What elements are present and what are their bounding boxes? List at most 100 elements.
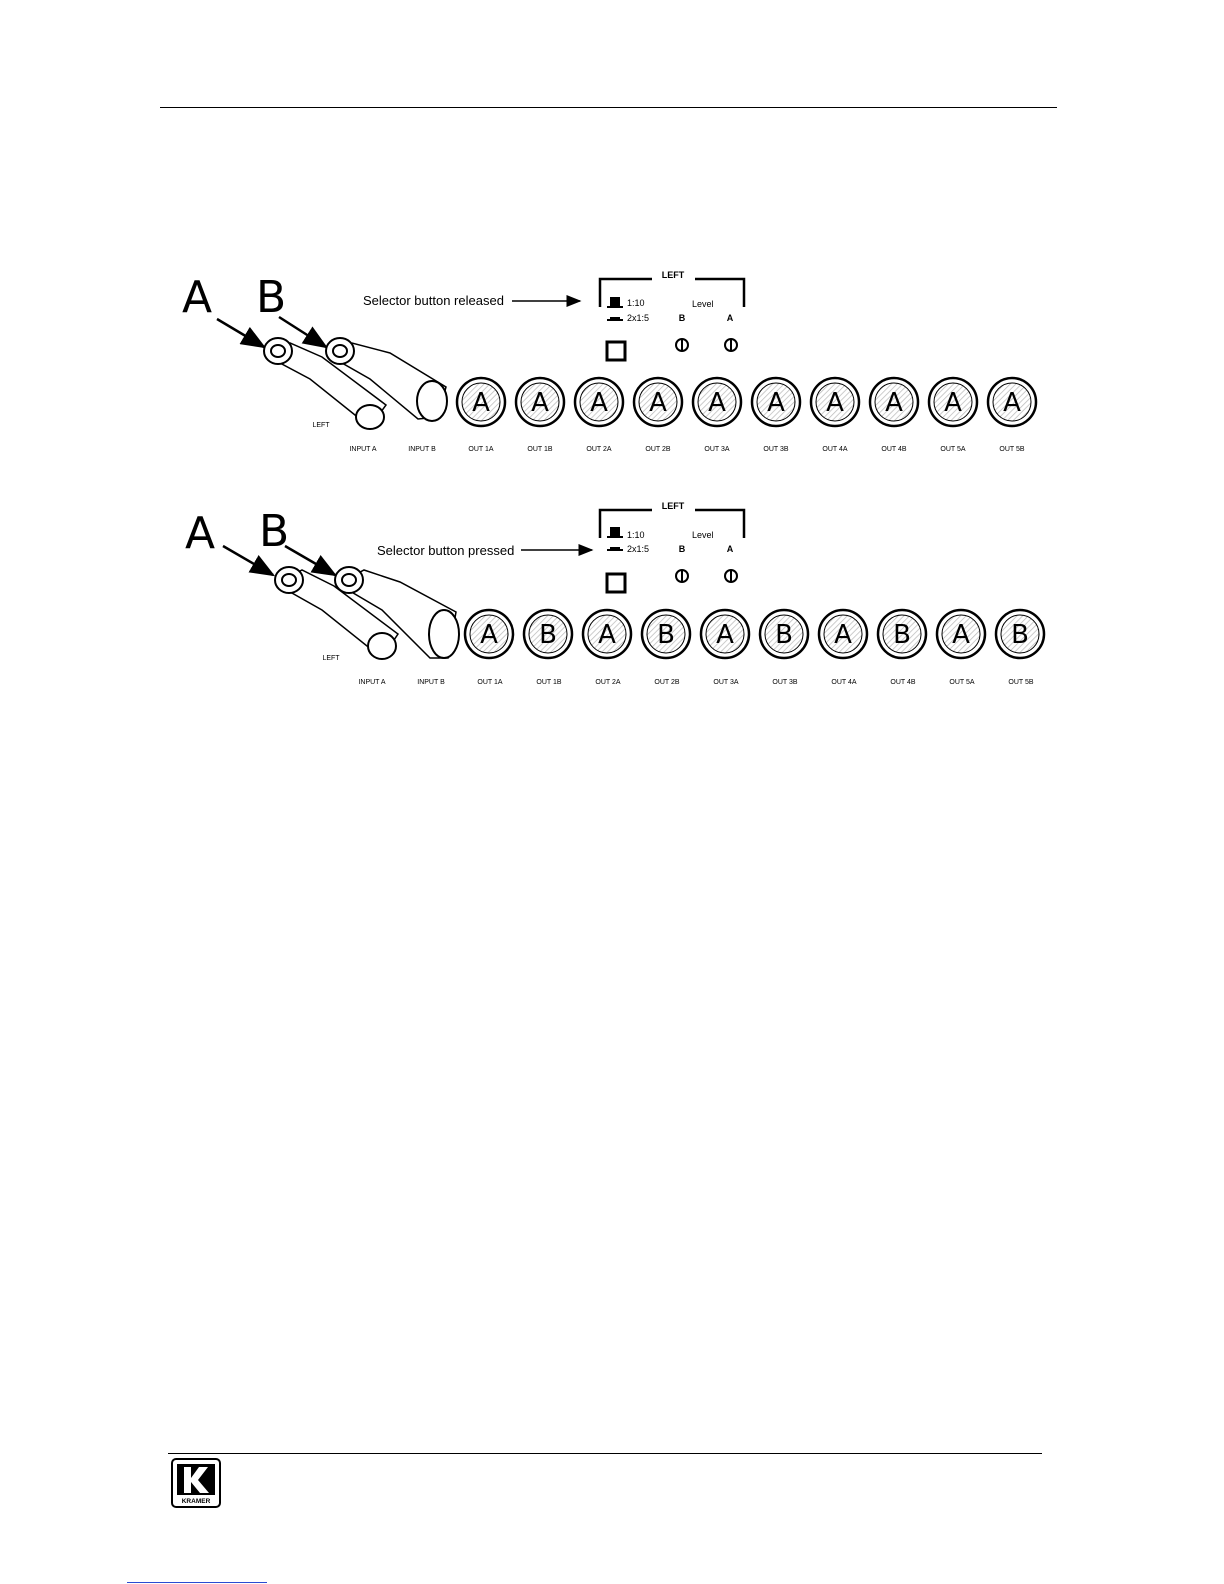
connector-letter: A — [944, 388, 962, 418]
output-connector: A — [927, 376, 979, 428]
output-connector: A — [986, 376, 1038, 428]
connector-label: OUT 2A — [595, 679, 620, 686]
connector-label: OUT 2A — [586, 446, 611, 453]
level-label: Level — [692, 299, 714, 309]
label-input-b: B — [256, 272, 286, 323]
output-connector: A — [455, 376, 507, 428]
plug-b-icon — [334, 566, 460, 659]
mode-1-label: 1:10 — [627, 530, 645, 540]
connector-label: OUT 3A — [713, 679, 738, 686]
arrow-b — [284, 544, 338, 577]
connector-label: OUT 1B — [527, 446, 552, 453]
plug-a-icon — [263, 337, 388, 430]
connector-label: OUT 4B — [881, 446, 906, 453]
output-connector: A — [699, 608, 751, 660]
connector-label: INPUT A — [358, 679, 385, 686]
connector-label: OUT 4A — [822, 446, 847, 453]
label-input-b: B — [259, 506, 289, 557]
arrow-b — [278, 315, 329, 349]
connector-label: OUT 3B — [763, 446, 788, 453]
footer-rule — [168, 1453, 1042, 1454]
connector-letter: A — [472, 388, 490, 418]
output-connector: B — [876, 608, 928, 660]
connector-letter: B — [1011, 620, 1029, 650]
button-up-icon — [610, 527, 620, 537]
connector-label: INPUT A — [349, 446, 376, 453]
diagram-pressed-svg: A B Selector button pressed LEFT 1:10 2x… — [185, 501, 1046, 686]
mode-2-label: 2x1:5 — [627, 544, 649, 554]
connector-label: OUT 5B — [999, 446, 1024, 453]
arrow-a — [222, 544, 276, 577]
connector-letter: A — [1003, 388, 1021, 418]
output-connector: B — [758, 608, 810, 660]
output-connector: A — [691, 376, 743, 428]
connector-letter: A — [885, 388, 903, 418]
connector-letter: A — [834, 620, 852, 650]
connector-label: OUT 3A — [704, 446, 729, 453]
selector-button[interactable] — [605, 340, 627, 362]
output-connector: A — [935, 608, 987, 660]
connector-letter: A — [952, 620, 970, 650]
output-connector: A — [632, 376, 684, 428]
svg-text:KRAMER: KRAMER — [182, 1498, 211, 1505]
connector-label: OUT 2B — [645, 446, 670, 453]
connector-label: OUT 4A — [831, 679, 856, 686]
mode-1-label: 1:10 — [627, 298, 645, 308]
output-connector: A — [809, 376, 861, 428]
side-label: LEFT — [322, 655, 340, 662]
output-connector: A — [514, 376, 566, 428]
connector-letter: A — [649, 388, 667, 418]
level-a-label: A — [727, 544, 734, 554]
connector-letter: A — [531, 388, 549, 418]
level-b-label: B — [679, 544, 686, 554]
button-down-icon — [610, 547, 620, 550]
connector-letter: A — [767, 388, 785, 418]
level-b-label: B — [679, 313, 686, 323]
connector-label: OUT 1A — [477, 679, 502, 686]
output-connector: A — [573, 376, 625, 428]
diagram-released-svg: A B Selector button released LEFT 1:10 2… — [182, 270, 1038, 453]
output-connector: A — [463, 608, 515, 660]
header-rule — [160, 107, 1057, 108]
panel-title: LEFT — [662, 270, 685, 280]
connector-letter: B — [539, 620, 557, 650]
plug-a-icon — [274, 566, 400, 660]
callout-released: Selector button released — [363, 293, 504, 308]
level-a-trimmer-icon — [724, 338, 738, 352]
level-b-trimmer-icon — [675, 338, 689, 352]
label-input-a: A — [182, 272, 212, 323]
kramer-logo: KRAMER — [171, 1458, 221, 1508]
diagram-selector-pressed: A B Selector button pressed LEFT 1:10 2x… — [160, 488, 1060, 703]
panel-title: LEFT — [662, 501, 685, 511]
connector-label: OUT 4B — [890, 679, 915, 686]
panel-bracket — [598, 508, 746, 538]
output-connector: A — [581, 608, 633, 660]
output-connector: A — [868, 376, 920, 428]
connector-label: INPUT B — [417, 679, 445, 686]
output-connector: B — [522, 608, 574, 660]
connector-label: OUT 1B — [536, 679, 561, 686]
output-connector: A — [750, 376, 802, 428]
connector-letter: A — [590, 388, 608, 418]
button-down-icon — [610, 317, 620, 320]
connector-label: OUT 5A — [940, 446, 965, 453]
level-b-trimmer-icon — [675, 569, 689, 583]
connector-letter: A — [708, 388, 726, 418]
connector-label: INPUT B — [408, 446, 436, 453]
connector-label: OUT 5A — [949, 679, 974, 686]
output-connector: B — [994, 608, 1046, 660]
output-connector: A — [817, 608, 869, 660]
connector-letter: A — [826, 388, 844, 418]
diagram-selector-released: A B Selector button released LEFT 1:10 2… — [160, 255, 1060, 470]
callout-pressed: Selector button pressed — [377, 543, 514, 558]
panel-bracket — [598, 277, 746, 307]
level-a-trimmer-icon — [724, 569, 738, 583]
level-a-label: A — [727, 313, 734, 323]
selector-button[interactable] — [605, 572, 627, 594]
connector-letter: B — [775, 620, 793, 650]
side-label: LEFT — [312, 422, 330, 429]
